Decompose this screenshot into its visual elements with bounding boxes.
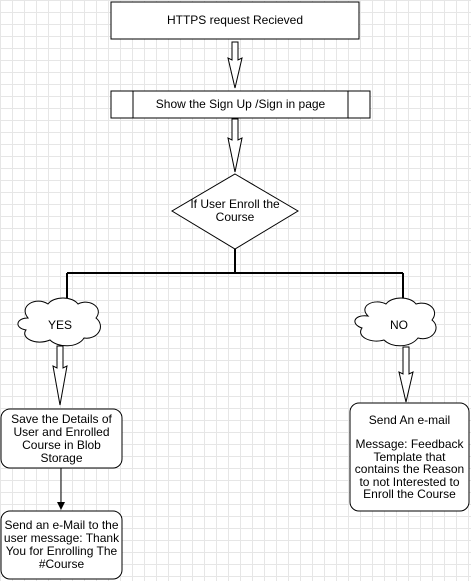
email-no-box[interactable]	[349, 402, 470, 512]
email-yes-box[interactable]	[0, 510, 123, 580]
signup-label: Show the Sign Up /Sign in page	[155, 97, 326, 111]
save-label: Save the Details of User and Enrolled Co…	[11, 411, 112, 465]
decision-label: If User Enroll the Course	[190, 197, 280, 224]
yes-label: YES	[47, 317, 72, 332]
arrow-signup-to-decision	[227, 118, 243, 173]
email-no-title: Send An e-mail	[368, 412, 451, 427]
arrow-no-to-email	[398, 346, 414, 403]
no-label: NO	[390, 317, 408, 332]
start-label: HTTPS request Recieved	[166, 13, 304, 27]
start-box[interactable]	[110, 1, 360, 40]
signup-box[interactable]	[110, 90, 371, 119]
arrow-yes-to-save	[52, 345, 68, 406]
email-yes-label: Send an e-Mail to the user message: Than…	[3, 518, 120, 571]
arrow-save-to-email-head	[57, 502, 65, 510]
email-no-label: Send An e-mail Message: Feedback Templat…	[352, 403, 467, 511]
email-no-body: Message: Feedback Template that contains…	[354, 437, 465, 501]
arrow-start-to-signup	[227, 41, 243, 89]
yes-cloud[interactable]	[17, 297, 101, 347]
no-cloud[interactable]	[354, 297, 437, 347]
